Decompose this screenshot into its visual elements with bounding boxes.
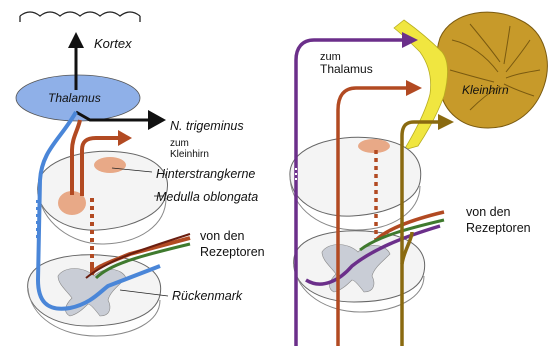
label-rezeptoren-right-1: von den — [466, 205, 511, 219]
brown-tract-right-fig — [338, 88, 408, 346]
label-rueckenmark: Rückenmark — [172, 289, 243, 303]
label-zum-kleinhirn-2: Kleinhirn — [170, 149, 209, 160]
label-n-trigeminus: N. trigeminus — [170, 119, 244, 133]
nuclei-right — [358, 139, 390, 153]
zum-kleinhirn-arrowhead — [118, 130, 132, 146]
cortex-outline — [20, 12, 140, 22]
label-rezeptoren-left-1: von den — [200, 229, 245, 243]
label-rezeptoren-right-2: Rezeptoren — [466, 221, 531, 235]
label-hinterstrangkerne: Hinterstrangkerne — [156, 167, 255, 181]
hinterstrangkerne-right — [94, 157, 126, 173]
olive-arrowhead — [438, 114, 454, 130]
kortex-arrowhead — [68, 32, 84, 48]
label-thalamus: Thalamus — [48, 91, 101, 105]
label-rezeptoren-left-2: Rezeptoren — [200, 245, 265, 259]
brown-arrowhead-right — [406, 80, 422, 96]
label-zum-kleinhirn-1: zum — [170, 138, 189, 149]
label-medulla: Medulla oblongata — [156, 190, 258, 204]
label-kleinhirn: Kleinhirn — [462, 83, 509, 97]
trigeminus-arrowhead — [148, 110, 166, 130]
cerebellum-shape — [436, 12, 547, 128]
label-zum-thalamus-2: Thalamus — [320, 62, 373, 76]
label-kortex: Kortex — [94, 36, 132, 51]
